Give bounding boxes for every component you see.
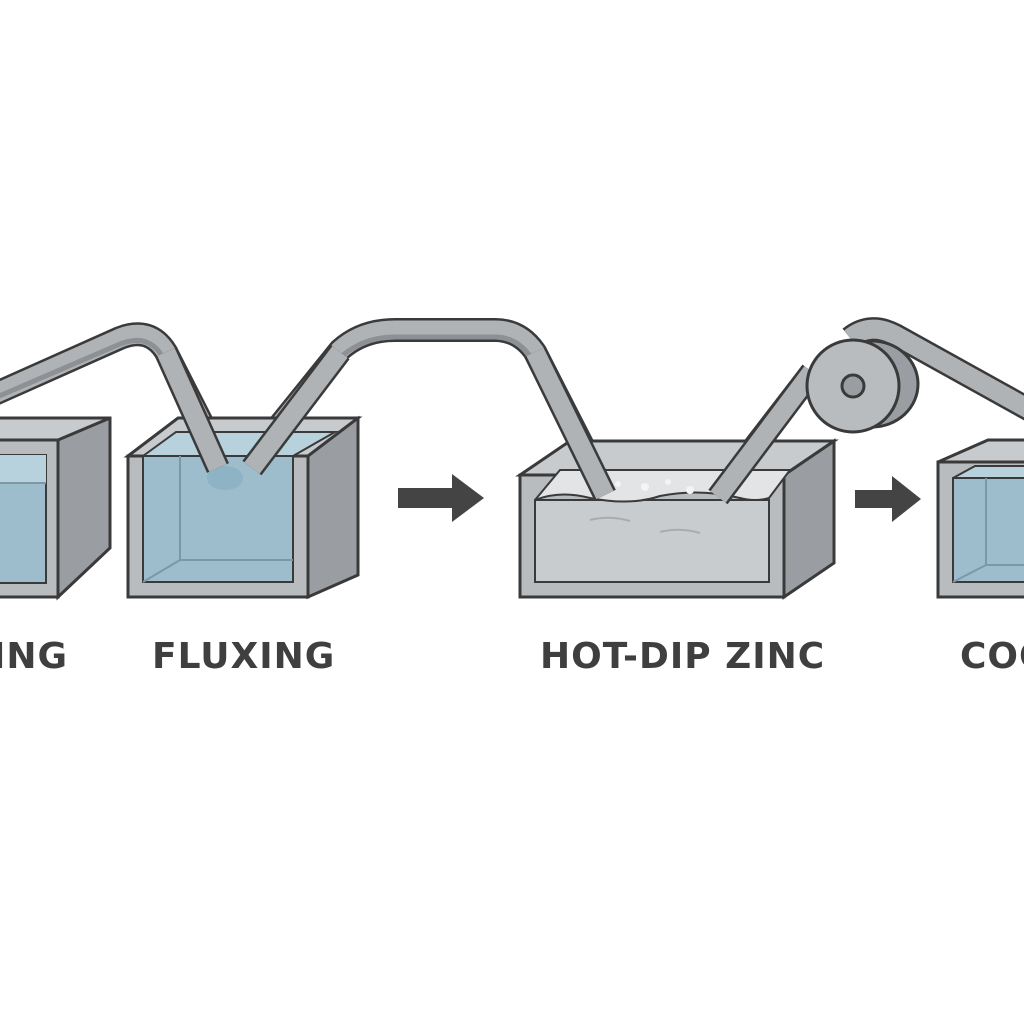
tank-cleaning: [0, 416, 112, 601]
stage-label-cooling: COO: [960, 636, 1024, 677]
right-arrow-icon: [855, 476, 921, 522]
tank-cooling: [936, 438, 1024, 599]
stage-label-hot-dip-zinc: HOT-DIP ZINC: [540, 636, 825, 677]
stage-label-cleaning: ING: [0, 636, 68, 677]
stage-label-fluxing: FLUXING: [152, 636, 335, 677]
right-arrow-icon: [398, 474, 484, 522]
roller-icon: [805, 338, 920, 434]
steel-strip-zinc-dip: [524, 346, 822, 505]
tank-hot-dip-zinc: [515, 438, 839, 600]
tank-fluxing: [123, 415, 363, 600]
steel-strip-flux-dip: [155, 344, 350, 476]
